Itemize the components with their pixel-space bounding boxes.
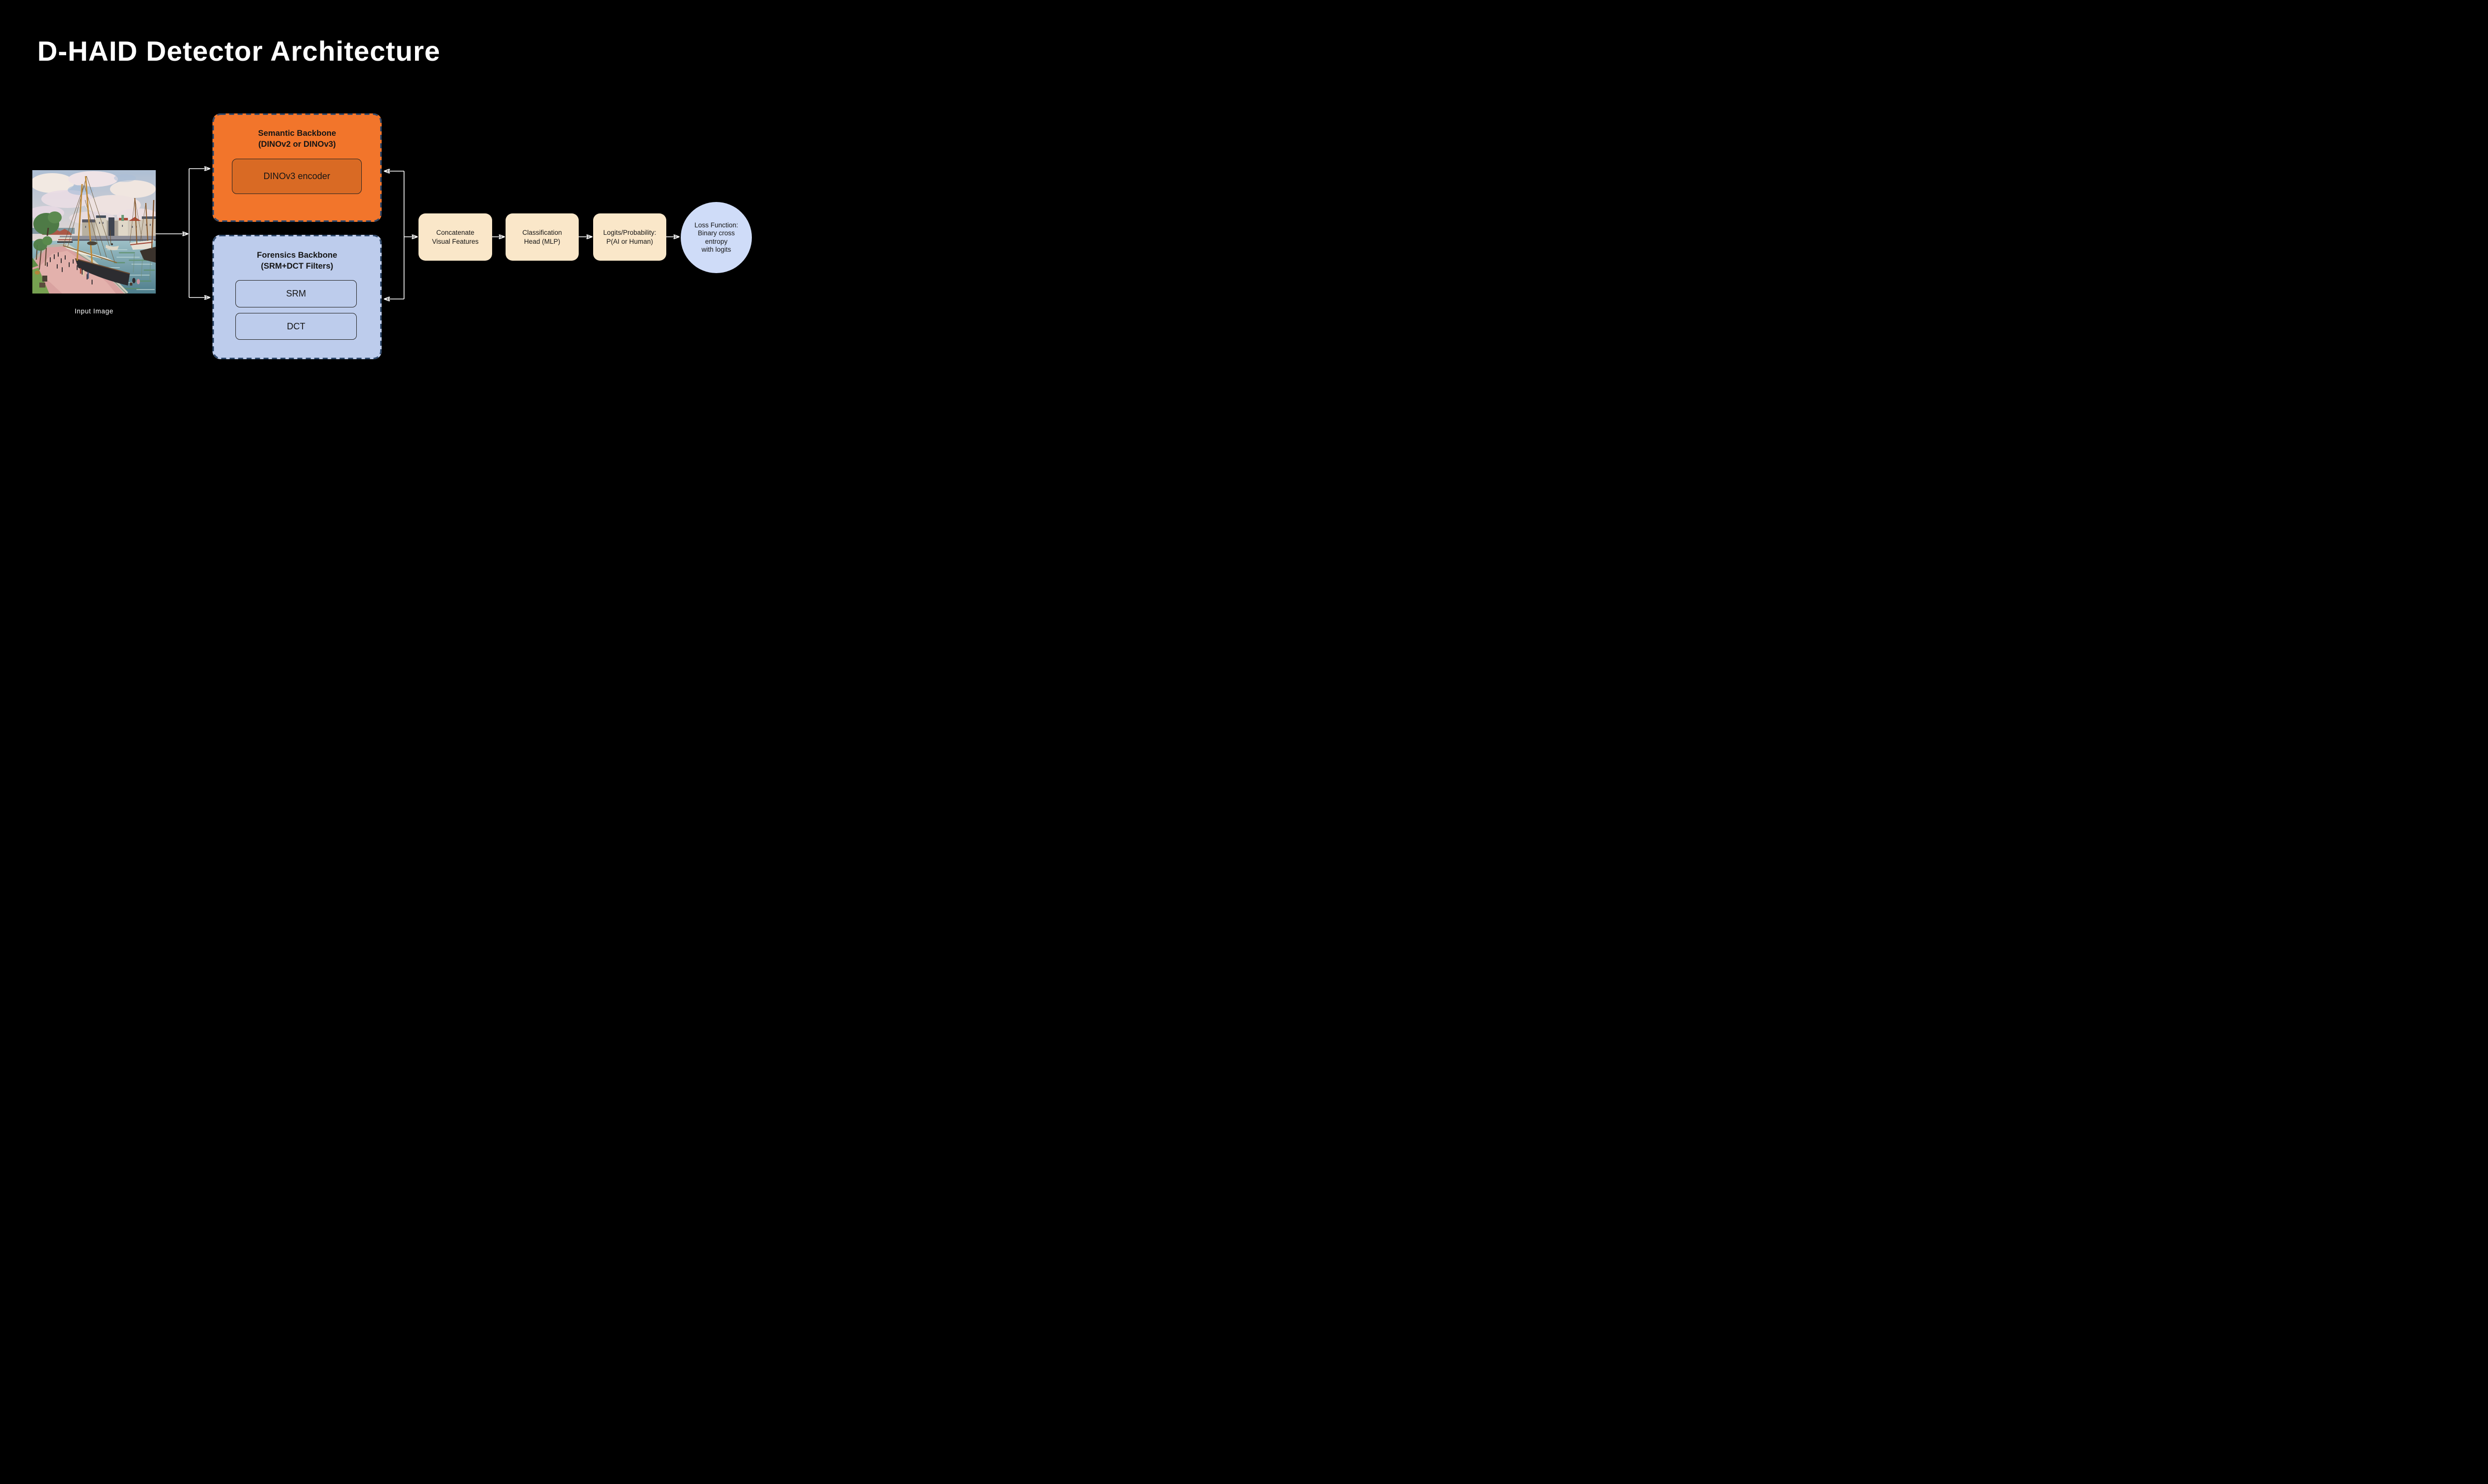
semantic-backbone-box: Semantic Backbone (DINOv2 or DINOv3) DIN… — [212, 113, 382, 222]
page-title: D-HAID Detector Architecture — [37, 35, 441, 67]
input-image-painting — [32, 170, 156, 294]
figures — [47, 252, 93, 285]
sailboats-right — [87, 198, 156, 263]
classification-head-node: Classification Head (MLP) — [506, 213, 579, 261]
forensics-backbone-title-line2: (SRM+DCT Filters) — [261, 262, 333, 271]
semantic-backbone-title-line1: Semantic Backbone — [258, 129, 336, 138]
loss-label-line3: entropy — [705, 237, 728, 245]
dct-node: DCT — [235, 313, 357, 340]
sailboat-main — [63, 176, 130, 286]
concatenate-node: Concatenate Visual Features — [418, 213, 492, 261]
loss-label-line2: Binary cross — [698, 229, 735, 237]
loss-label-line4: with logits — [701, 246, 731, 253]
concatenate-label-line2: Visual Features — [432, 237, 479, 245]
srm-node: SRM — [235, 280, 357, 307]
input-image-label: Input Image — [75, 307, 113, 315]
semantic-backbone-title-line2: (DINOv2 or DINOv3) — [258, 140, 336, 149]
loss-function-node: Loss Function: Binary cross entropy with… — [681, 202, 752, 273]
classification-label-line2: Head (MLP) — [524, 237, 560, 245]
logits-label-line2: P(AI or Human) — [606, 237, 653, 245]
semantic-backbone-title: Semantic Backbone (DINOv2 or DINOv3) — [212, 113, 382, 150]
dinov3-encoder-label: DINOv3 encoder — [263, 171, 330, 181]
srm-label: SRM — [286, 289, 306, 298]
dct-label: DCT — [287, 321, 306, 331]
dinov3-encoder-node: DINOv3 encoder — [232, 159, 362, 194]
logits-label-line1: Logits/Probability: — [603, 229, 656, 236]
forensics-backbone-title-line1: Forensics Backbone — [257, 251, 337, 260]
logits-node: Logits/Probability: P(AI or Human) — [593, 213, 666, 261]
input-image — [32, 170, 156, 294]
loss-label-line1: Loss Function: — [694, 221, 738, 229]
classification-label-line1: Classification — [522, 229, 562, 236]
concatenate-label-line1: Concatenate — [436, 229, 475, 236]
forensics-backbone-title: Forensics Backbone (SRM+DCT Filters) — [212, 235, 382, 272]
slide-canvas: D-HAID Detector Architecture — [0, 0, 780, 426]
forensics-backbone-box: Forensics Backbone (SRM+DCT Filters) SRM… — [212, 235, 382, 359]
